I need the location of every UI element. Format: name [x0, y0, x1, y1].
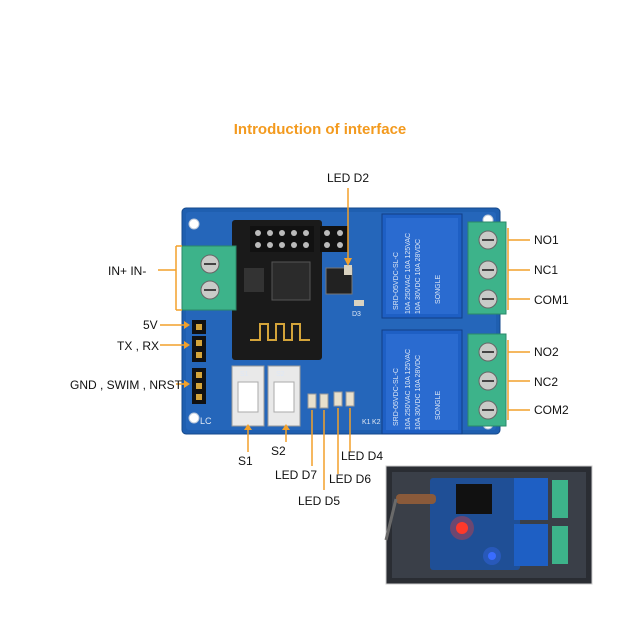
s1-mark: S1 — [240, 371, 249, 378]
k2-mark: K2 — [372, 419, 381, 426]
label-in-power: IN+ IN- — [108, 264, 147, 278]
top-header — [320, 226, 348, 252]
d3-part — [354, 300, 364, 306]
relay-2 — [381, 329, 463, 435]
relay-1-brand: SONGLE — [435, 274, 442, 304]
led-d6-part — [333, 391, 343, 407]
k1-mark: K1 — [362, 419, 371, 426]
relay-board-photo-icon — [384, 465, 593, 585]
led-d4-part — [345, 391, 355, 407]
relay-1 — [381, 213, 463, 319]
s2-mark: S2 — [276, 371, 285, 378]
relay-1-rating2: 10A 30VDC 10A 28VDC — [415, 239, 422, 314]
mount-hole-bl — [188, 412, 200, 424]
esp-header-pins — [250, 226, 314, 252]
label-led-d7: LED D7 — [275, 468, 318, 482]
label-led-d5: LED D5 — [298, 494, 341, 508]
header-swim — [192, 368, 206, 404]
header-tx-rx — [192, 336, 206, 362]
relay-2-terminal — [467, 333, 507, 427]
relay-2-rating1: 10A 250VAC 10A 125VAC — [405, 349, 412, 430]
relay-2-brand: SONGLE — [435, 390, 442, 420]
power-terminal — [181, 245, 237, 311]
lc-mark: LC — [200, 416, 212, 426]
esp-flash — [244, 268, 264, 292]
esp-chip — [271, 261, 311, 301]
label-5v: 5V — [143, 318, 158, 332]
label-no2: NO2 — [534, 345, 559, 359]
header-5v — [192, 320, 206, 334]
label-s1: S1 — [238, 454, 253, 468]
label-tx-rx: TX , RX — [117, 339, 160, 353]
mount-hole-tl — [188, 218, 200, 230]
mcu-chip — [325, 267, 353, 295]
label-gnd-swim-nrst: GND , SWIM , NRST — [70, 378, 182, 392]
label-led-d2: LED D2 — [327, 171, 370, 185]
relay-1-rating1: 10A 250VAC 10A 125VAC — [405, 233, 412, 314]
led-d2-part — [344, 265, 352, 275]
page-title: Introduction of interface — [233, 121, 407, 138]
label-nc1: NC1 — [534, 263, 559, 277]
relay-1-model: SRD-05VDC-SL-C — [393, 252, 400, 310]
relay-1-terminal — [467, 221, 507, 315]
label-com2: COM2 — [534, 403, 569, 417]
d3-mark: D3 — [352, 311, 361, 318]
label-no1: NO1 — [534, 233, 559, 247]
label-s2: S2 — [271, 444, 286, 458]
label-nc2: NC2 — [534, 375, 559, 389]
relay-2-model: SRD-05VDC-SL-C — [393, 368, 400, 426]
led-d5-part — [319, 393, 329, 409]
relay-2-rating2: 10A 30VDC 10A 28VDC — [415, 355, 422, 430]
led-d7-part — [307, 393, 317, 409]
label-led-d6: LED D6 — [329, 472, 372, 486]
label-com1: COM1 — [534, 293, 569, 307]
button-s1 — [231, 365, 265, 427]
label-led-d4: LED D4 — [341, 449, 384, 463]
esp-antenna — [250, 323, 310, 341]
leader-lines — [158, 188, 530, 490]
button-s2 — [267, 365, 301, 427]
